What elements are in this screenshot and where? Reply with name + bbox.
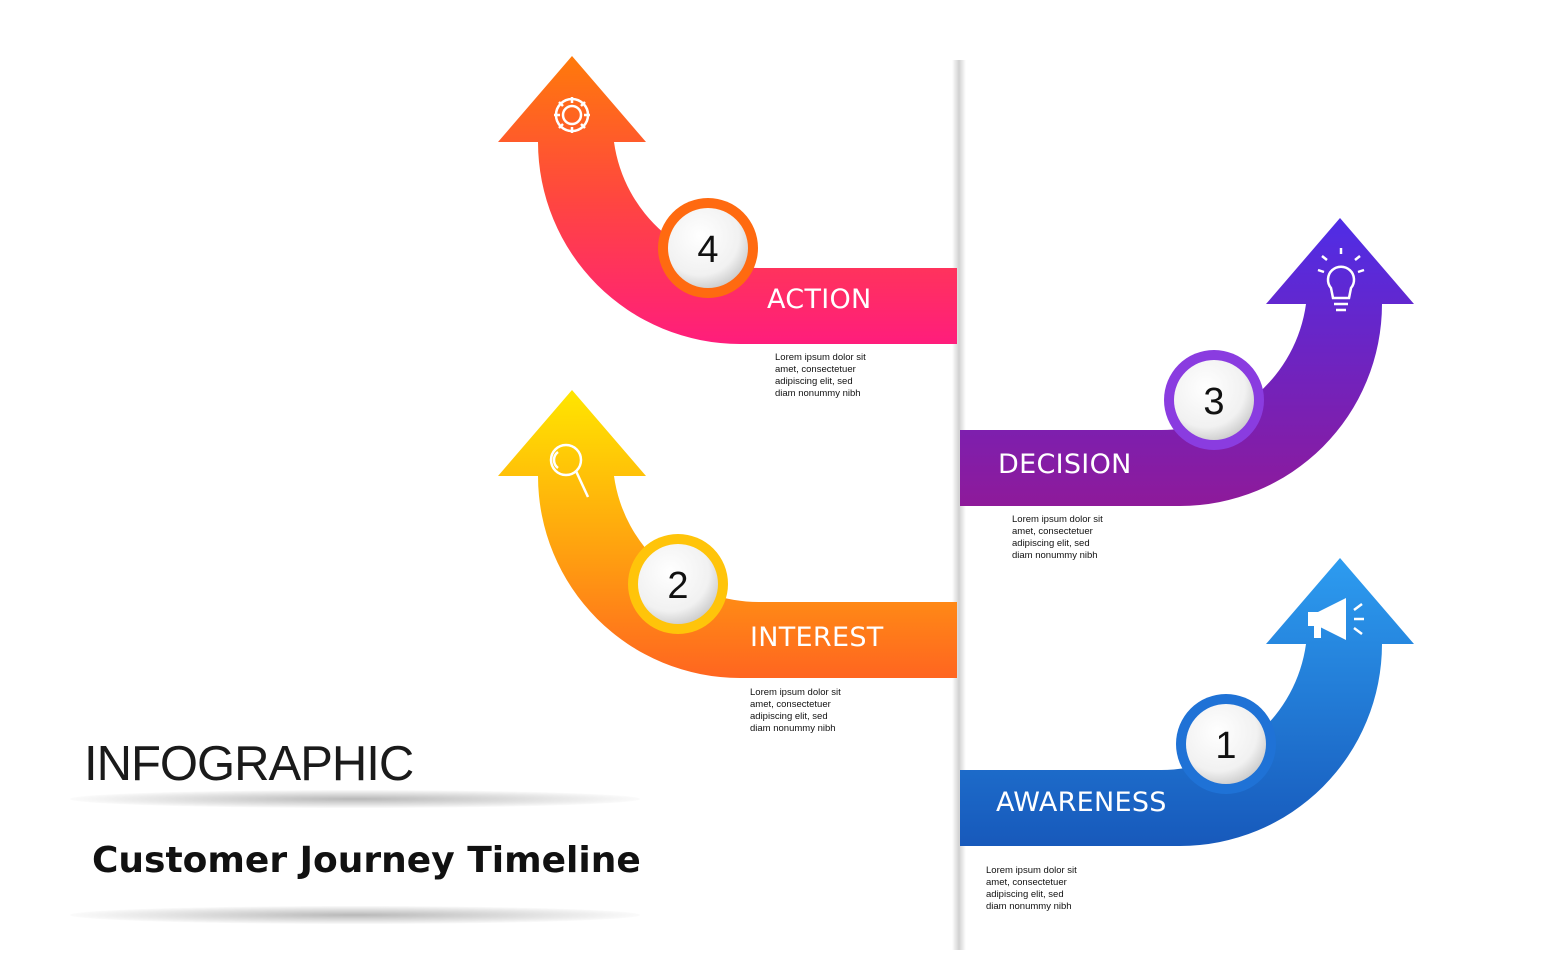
svg-text:diam nonummy nibh: diam nonummy nibh bbox=[1012, 550, 1098, 561]
step-description: Lorem ipsum dolor sit amet, consectetuer… bbox=[750, 687, 841, 734]
step-label: ACTION bbox=[767, 284, 872, 315]
gear-icon bbox=[554, 97, 590, 133]
heading-divider bbox=[70, 790, 640, 808]
svg-text:Lorem ipsum dolor sit: Lorem ipsum dolor sit bbox=[750, 687, 841, 698]
svg-text:adipiscing elit, sed: adipiscing elit, sed bbox=[986, 889, 1064, 900]
svg-text:diam nonummy nibh: diam nonummy nibh bbox=[775, 388, 861, 399]
step-number: 2 bbox=[667, 565, 688, 607]
step-label: DECISION bbox=[998, 449, 1132, 480]
svg-text:diam nonummy nibh: diam nonummy nibh bbox=[986, 901, 1072, 912]
awareness-disc bbox=[1186, 704, 1266, 784]
svg-text:amet, consectetuer: amet, consectetuer bbox=[750, 699, 831, 710]
step-number: 4 bbox=[697, 229, 718, 271]
awareness-arrow bbox=[960, 558, 1414, 846]
step-number: 1 bbox=[1215, 725, 1236, 767]
interest-disc bbox=[638, 544, 718, 624]
step-label: AWARENESS bbox=[996, 787, 1167, 818]
action-disc bbox=[668, 208, 748, 288]
svg-text:adipiscing elit, sed: adipiscing elit, sed bbox=[750, 711, 828, 722]
step-decision: 3 DECISION Lorem ipsum dolor sit amet, c… bbox=[960, 218, 1414, 561]
action-arrow bbox=[498, 56, 957, 344]
svg-text:amet, consectetuer: amet, consectetuer bbox=[775, 364, 856, 375]
step-description: Lorem ipsum dolor sit amet, consectetuer… bbox=[1012, 514, 1103, 561]
page-subtitle: Customer Journey Timeline bbox=[92, 840, 641, 881]
svg-text:Lorem ipsum dolor sit: Lorem ipsum dolor sit bbox=[775, 352, 866, 363]
svg-text:adipiscing elit, sed: adipiscing elit, sed bbox=[1012, 538, 1090, 549]
svg-text:Lorem ipsum dolor sit: Lorem ipsum dolor sit bbox=[986, 865, 1077, 876]
step-interest: 2 INTEREST Lorem ipsum dolor sit amet, c… bbox=[498, 390, 957, 734]
step-action: 4 ACTION Lorem ipsum dolor sit amet, con… bbox=[498, 56, 957, 399]
step-description: Lorem ipsum dolor sit amet, consectetuer… bbox=[775, 352, 866, 399]
lightbulb-icon bbox=[1317, 248, 1365, 312]
interest-arrow bbox=[498, 390, 957, 678]
svg-text:Lorem ipsum dolor sit: Lorem ipsum dolor sit bbox=[1012, 514, 1103, 525]
svg-text:diam nonummy nibh: diam nonummy nibh bbox=[750, 723, 836, 734]
step-label: INTEREST bbox=[750, 622, 884, 653]
magnifier-icon bbox=[549, 443, 590, 498]
svg-text:adipiscing elit, sed: adipiscing elit, sed bbox=[775, 376, 853, 387]
megaphone-icon bbox=[1308, 598, 1364, 640]
svg-text:amet, consectetuer: amet, consectetuer bbox=[986, 877, 1067, 888]
svg-text:amet, consectetuer: amet, consectetuer bbox=[1012, 526, 1093, 537]
page-heading: INFOGRAPHIC bbox=[84, 737, 414, 791]
step-awareness: 1 AWARENESS Lorem ipsum dolor sit amet, … bbox=[960, 558, 1414, 912]
step-description: Lorem ipsum dolor sit amet, consectetuer… bbox=[986, 865, 1077, 912]
subtitle-divider bbox=[70, 906, 640, 924]
decision-arrow bbox=[960, 218, 1414, 506]
step-number: 3 bbox=[1203, 381, 1224, 423]
decision-disc bbox=[1174, 360, 1254, 440]
